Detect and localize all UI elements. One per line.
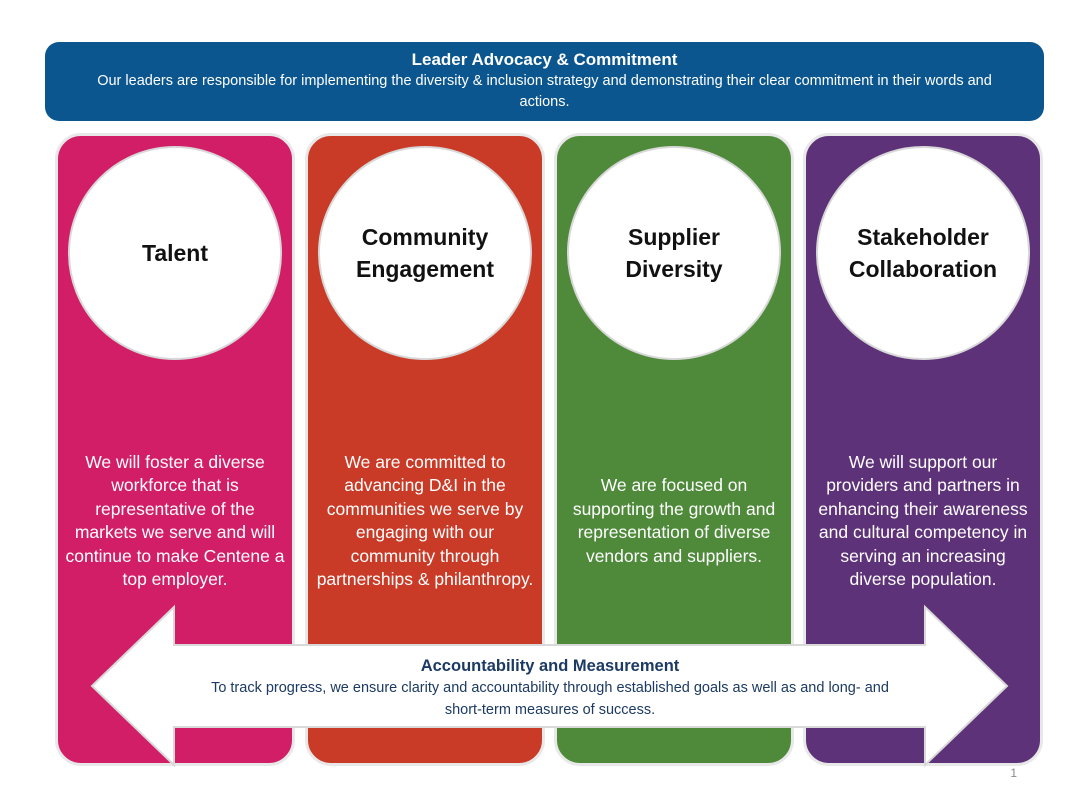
pillar-text: We are focused on supporting the growth …: [572, 475, 776, 566]
banner-title: Leader Advocacy & Commitment: [411, 50, 678, 69]
pillar-title: Stakeholder Collaboration: [848, 224, 998, 282]
accountability-arrow-content: Accountability and Measurement To track …: [175, 655, 925, 721]
pillar-description: We are focused on supporting the growth …: [563, 426, 785, 616]
pillar-description: We will foster a diverse workforce that …: [64, 426, 286, 616]
pillar-text: We are committed to advancing D&I in the…: [316, 451, 534, 590]
pillar-circle: Supplier Diversity: [567, 146, 781, 360]
arrow-title: Accountability and Measurement: [420, 657, 680, 675]
leader-advocacy-banner: Leader Advocacy & Commitment Our leaders…: [45, 42, 1044, 121]
page-number: 1: [1010, 766, 1017, 780]
pillar-text: We will support our providers and partne…: [818, 451, 1028, 590]
banner-text: Our leaders are responsible for implemen…: [97, 73, 992, 110]
pillar-circle: Stakeholder Collaboration: [816, 146, 1030, 360]
pillar-title: Community Engagement: [355, 224, 495, 282]
pillar-description: We will support our providers and partne…: [812, 426, 1034, 616]
arrow-text: To track progress, we ensure clarity and…: [211, 680, 889, 718]
pillar-circle: Talent: [68, 146, 282, 360]
pillar-description: We are committed to advancing D&I in the…: [314, 426, 536, 616]
pillar-text: We will foster a diverse workforce that …: [65, 451, 285, 590]
pillar-title: Supplier Diversity: [625, 224, 723, 282]
pillar-circle: Community Engagement: [318, 146, 532, 360]
pillar-title: Talent: [141, 240, 209, 266]
